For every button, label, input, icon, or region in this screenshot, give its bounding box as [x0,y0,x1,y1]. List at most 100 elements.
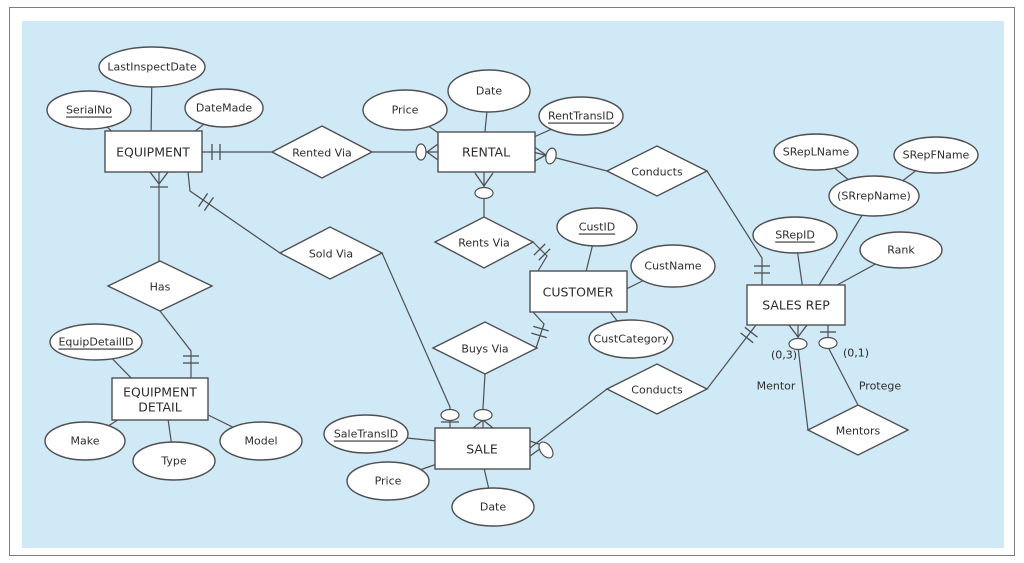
entity-sales-rep [746,284,846,326]
line-equipment-soldvia [187,171,281,254]
cardinality-symbols [149,143,838,459]
attribute-label: SerialNo [66,104,112,117]
attribute-label: RentTransID [548,110,614,123]
attribute-rank [859,231,943,269]
attribute-sale-date [451,487,535,527]
attribute-saletransid [323,414,409,454]
entity-equipment-detail [111,377,209,421]
attribute-rental-price [362,89,448,131]
protege-role-label: Protege [859,380,902,393]
attribute-label: Make [71,435,100,448]
relationship-label: Conducts [631,166,683,179]
line-customer-buysvia [532,311,545,349]
attribute-label: DateMade [196,102,253,115]
attribute-lastinspectdate [98,46,206,88]
attribute-label: CustID [579,221,615,234]
entity-equipment [104,130,203,173]
attribute-label: Date [476,85,503,98]
entity-label: RENTAL [462,145,510,160]
entity-boxes: EQUIPMENT RENTAL CUSTOMER SALES REP EQUI… [104,130,846,470]
relationship-label: Sold Via [309,248,353,261]
mentor-role-label: Mentor [757,380,796,393]
relationship-diamonds: Rented Via Sold Via Has Rents Via Buys V… [106,125,910,456]
attribute-label: SRepFName [903,149,970,162]
relationship-label: Conducts [631,384,683,397]
cardinality-zero-one [440,408,460,423]
cardinality-one-bars [740,326,758,344]
cardinality-one-bars [531,325,549,339]
attribute-renttransid [538,96,624,136]
attribute-srepid [752,216,838,254]
entity-customer [529,270,628,313]
attribute-label: LastInspectDate [107,61,196,74]
line-rentsvia-customer [532,241,548,272]
relationship-conducts-rental [605,145,709,197]
attribute-sale-price [346,461,430,501]
relationship-label: Mentors [836,425,881,438]
attribute-custid [556,207,638,247]
line-sale-conducts [529,388,608,449]
cardinality-zero-many [474,172,494,200]
relationship-label: Rented Via [292,147,352,160]
line-conducts-salesrep-bottom [706,324,757,390]
attribute-srepfname [893,136,979,174]
attribute-make [44,421,126,461]
cardinality-one-bars [183,355,199,364]
relationship-buys-via [431,321,539,375]
attribute-sreplname [773,133,859,171]
line-conducts-salesrep-top [706,170,763,285]
entity-label: DETAIL [138,400,181,415]
attribute-label: Date [480,501,507,514]
attribute-label: CustCategory [594,333,669,346]
entity-label: SALES REP [762,298,830,313]
cardinality-zero-many [529,440,554,459]
cardinality-one-bars [211,144,221,160]
attribute-label: Price [375,475,402,488]
cardinality-one-bars [533,243,551,261]
relationship-mentors [806,404,910,456]
entity-label: SALE [466,442,498,457]
line-has-equipmentdetail [159,310,192,378]
attribute-datemade [184,88,264,128]
attribute-label: Rank [887,244,915,257]
attribute-equipdetailid [49,323,143,361]
relationship-label: Buys Via [461,343,508,356]
attribute-label: SRepLName [783,146,850,159]
relationship-sold-via [278,226,384,280]
mentor-cardinality-label: (0,3) [771,349,797,362]
role-labels: (0,3) (0,1) Mentor Protege [757,347,902,393]
attribute-type [132,441,216,481]
cardinality-zero-many [788,324,808,351]
attribute-label: CustName [644,260,701,273]
attribute-serialno [46,90,132,130]
relationship-conducts-sale [605,363,709,415]
relationship-label: Has [150,281,171,294]
cardinality-one-many [149,171,169,188]
entity-sale [434,427,531,470]
attribute-label: Model [244,435,277,448]
cardinality-zero-many [415,143,439,161]
protege-cardinality-label: (0,1) [843,347,869,360]
attribute-label: SaleTransID [334,428,398,441]
cardinality-zero-many [472,408,494,429]
attribute-label: SRepID [775,229,815,242]
entity-rental [437,131,536,173]
relationship-rented-via [270,125,374,179]
relationship-rents-via [433,216,535,269]
relationship-has [106,260,214,312]
cardinality-zero-one [818,331,838,350]
attribute-srepname-composite [828,175,920,217]
attribute-custcategory [588,319,674,359]
attribute-model [219,421,303,461]
cardinality-one-bars [754,265,770,274]
entity-label: EQUIPMENT [123,385,197,400]
attribute-ellipses: SerialNo LastInspectDate DateMade Price … [44,46,979,527]
attribute-label: (SRrepName) [837,190,911,203]
entity-label: CUSTOMER [543,285,614,300]
attribute-rental-date [447,69,531,113]
attribute-label: EquipDetailID [58,336,133,349]
line-buysvia-sale [482,373,486,428]
attribute-label: Type [160,455,186,468]
